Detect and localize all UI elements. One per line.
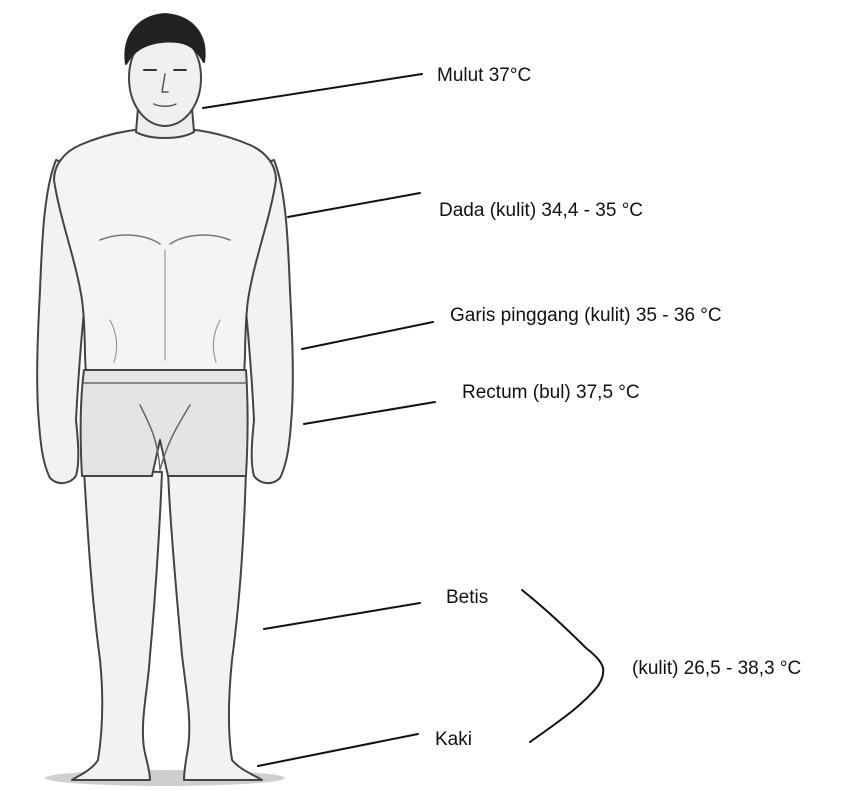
human-figure-illustration bbox=[37, 14, 293, 786]
label-foot: Kaki bbox=[435, 730, 472, 749]
label-chest-temperature: Dada (kulit) 34,4 - 35 °C bbox=[439, 201, 643, 220]
leader-line-foot bbox=[258, 734, 418, 766]
leader-line-calf bbox=[264, 603, 420, 629]
shorts bbox=[81, 370, 248, 476]
leader-line-mouth bbox=[203, 74, 422, 108]
leader-line-chest bbox=[288, 193, 420, 217]
label-mouth-temperature: Mulut 37°C bbox=[437, 66, 531, 85]
leader-line-waist bbox=[302, 322, 433, 349]
leader-line-rectum bbox=[304, 402, 435, 424]
label-calf: Betis bbox=[446, 588, 488, 607]
curly-brace bbox=[522, 590, 603, 742]
left-leg bbox=[72, 470, 162, 780]
label-skin-range-temperature: (kulit) 26,5 - 38,3 °C bbox=[632, 659, 801, 678]
right-leg bbox=[168, 470, 262, 780]
label-waist-temperature: Garis pinggang (kulit) 35 - 36 °C bbox=[450, 306, 722, 325]
label-rectum-temperature: Rectum (bul) 37,5 °C bbox=[462, 383, 640, 402]
